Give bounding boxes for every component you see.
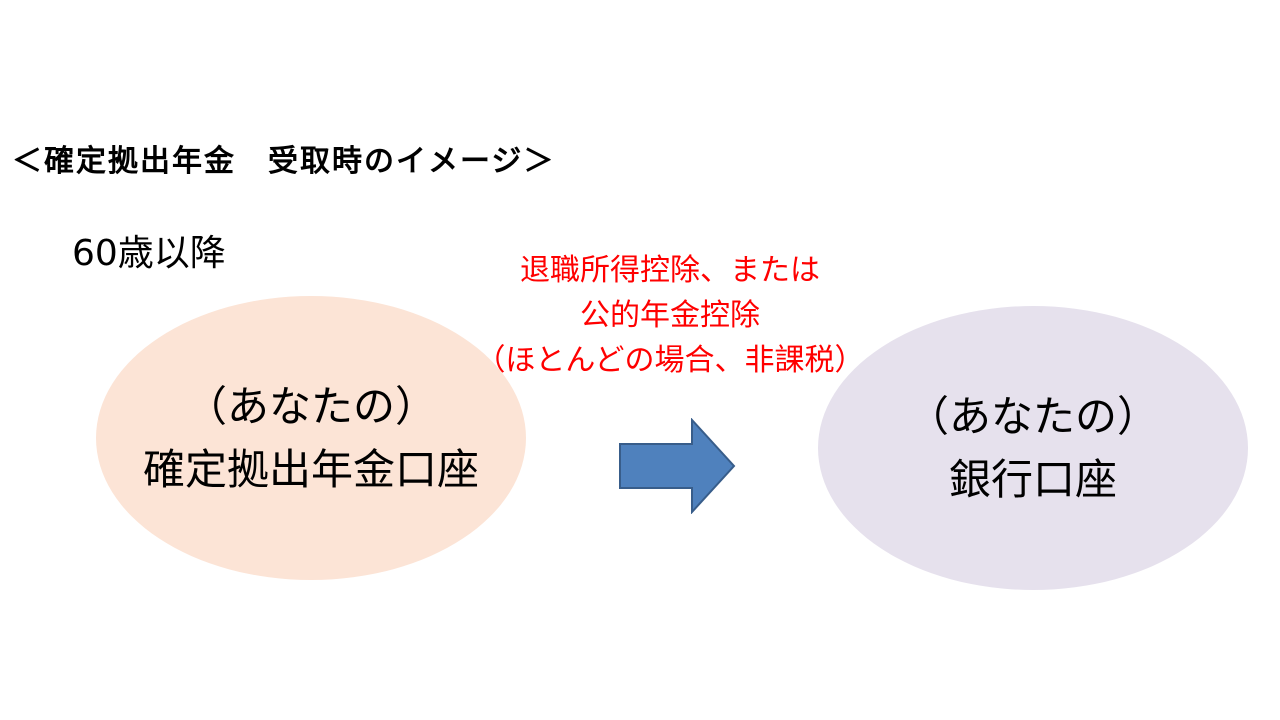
dc-account-ellipse: （あなたの） 確定拠出年金口座	[96, 296, 526, 580]
right-arrow-icon	[619, 418, 736, 514]
bank-account-owner-label: （あなたの）	[906, 392, 1159, 441]
deduction-note-line-2: 公的年金控除	[580, 298, 760, 333]
bank-account-label: 銀行口座	[948, 455, 1117, 504]
deduction-note-line-1: 退職所得控除、または	[520, 253, 820, 288]
dc-account-label: 確定拠出年金口座	[142, 445, 479, 494]
deduction-note: 退職所得控除、または 公的年金控除 （ほとんどの場合、非課税）	[470, 248, 870, 383]
page-title: ＜確定拠出年金 受取時のイメージ＞	[12, 144, 556, 179]
bank-account-ellipse: （あなたの） 銀行口座	[818, 306, 1248, 590]
deduction-note-line-3: （ほとんどの場合、非課税）	[475, 343, 865, 378]
arrow-shape	[619, 418, 736, 514]
age-label: 60歳以降	[72, 233, 226, 274]
dc-account-owner-label: （あなたの）	[184, 382, 437, 431]
